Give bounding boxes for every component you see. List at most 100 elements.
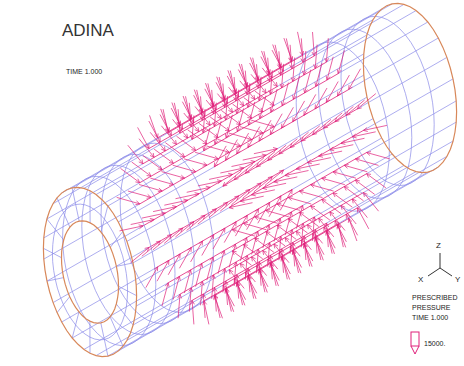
arrow-head (327, 77, 330, 80)
arrow-head (338, 70, 341, 73)
pressure-arrow (285, 171, 309, 176)
arrow-head (271, 124, 274, 127)
arrow-head (184, 200, 188, 203)
pressure-arrow (319, 151, 343, 156)
arrow-head (246, 238, 248, 242)
pressure-arrow (191, 241, 203, 262)
arrow-head (229, 174, 233, 177)
arrow-head (211, 275, 213, 279)
pressure-arrow (301, 240, 312, 261)
pressure-arrow (223, 285, 234, 306)
pressure-arrow (341, 205, 356, 224)
pressure-arrow (245, 272, 256, 293)
pressure-arrow (311, 206, 330, 220)
arrow-head (200, 117, 202, 121)
pressure-arrow (313, 119, 332, 134)
pressure-arrow (268, 145, 287, 160)
arrow-head (322, 177, 326, 179)
arrow-head (263, 155, 267, 158)
arrow-head (232, 222, 236, 225)
pressure-arrow (308, 225, 323, 244)
arrow-head (308, 225, 312, 227)
arrow-head (280, 84, 282, 88)
pressure-arrow (344, 165, 367, 172)
pressure-arrow (198, 181, 222, 186)
arrow-head (247, 256, 249, 260)
arrow-head (349, 87, 353, 90)
arrow-head (234, 97, 236, 101)
arrow-head (335, 221, 339, 224)
arrow-head (207, 187, 211, 190)
arrow-head (302, 236, 304, 240)
axis-label: Z (436, 242, 441, 250)
arrow-head (251, 160, 255, 161)
arrow-head (237, 128, 240, 131)
pressure-arrow (247, 209, 259, 230)
arrow-head (277, 204, 280, 207)
arrow-head (311, 185, 314, 188)
pressure-arrow (132, 162, 151, 176)
arrow-head (315, 106, 319, 109)
pressure-arrow (234, 164, 253, 179)
arrow-head (226, 158, 230, 161)
arrow-head (278, 71, 280, 75)
pressure-arrow (245, 256, 247, 280)
pressure-arrow (252, 257, 267, 276)
arrow-head (259, 133, 263, 135)
pressure-arrow (282, 107, 294, 128)
arrow-head (172, 143, 176, 145)
pressure-arrow (187, 187, 211, 192)
arrow-head (203, 143, 207, 145)
arrow-head (337, 224, 338, 228)
arrow-head (249, 137, 252, 140)
arrow-head (210, 235, 214, 238)
pressure-arrow (319, 218, 334, 237)
arrow-head (280, 218, 282, 222)
pressure-arrow (282, 249, 284, 273)
arrow-head (223, 269, 225, 273)
arrow-head (158, 191, 162, 193)
loaded-mesh-line (149, 170, 283, 247)
pressure-arrow (322, 199, 341, 213)
pressure-arrow (261, 57, 272, 78)
arrow-head (225, 152, 229, 154)
arrow-head (259, 137, 260, 142)
arrow-head (151, 220, 155, 223)
arrow-head (139, 225, 143, 226)
arrow-head (270, 132, 274, 135)
arrow-head (270, 243, 272, 247)
pressure-arrow (244, 98, 263, 112)
arrow-head (367, 151, 371, 153)
mesh-ring (101, 154, 194, 323)
arrow-head (352, 199, 356, 201)
arrow-head (312, 52, 314, 56)
arrow-head (183, 199, 187, 200)
arrow-head (258, 249, 260, 253)
pressure-arrow (142, 213, 166, 218)
pressure-arrow (301, 126, 320, 141)
arrow-head (263, 188, 267, 189)
arrow-head (268, 156, 270, 160)
arrow-head (302, 206, 304, 210)
arrow-head (338, 224, 341, 228)
arrow-head (293, 243, 295, 247)
arrow-head (192, 300, 194, 304)
arrow-head (140, 226, 144, 229)
arrow-head (232, 244, 235, 247)
pressure-arrow (161, 126, 176, 145)
pressure-arrow (324, 227, 335, 248)
arrow-head (269, 255, 271, 259)
arrow-head (206, 123, 210, 125)
pressure-arrow (207, 257, 213, 280)
pressure-arrow (277, 225, 296, 239)
arrow-head (270, 108, 272, 112)
pressure-arrow (248, 83, 250, 107)
pressure-arrow (330, 145, 354, 150)
pressure-arrow (269, 196, 281, 217)
arrow-head (302, 71, 304, 75)
arrow-head (299, 212, 303, 214)
arrow-head (280, 249, 282, 253)
arrow-head (303, 89, 305, 93)
pressure-arrow (234, 262, 236, 286)
